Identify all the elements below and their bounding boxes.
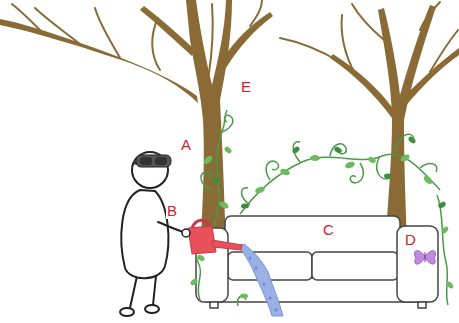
vines: [201, 110, 448, 305]
callout-letter: D: [404, 232, 417, 248]
callout-letter: C: [322, 222, 335, 238]
callout-letter: A: [180, 137, 192, 153]
callout-letter: B: [166, 203, 178, 219]
right-tree: [330, 5, 459, 248]
couch: [196, 216, 438, 308]
watering-can: [182, 220, 283, 316]
person-with-headset: [120, 152, 187, 316]
callout-letter: E: [240, 79, 252, 95]
butterfly: [414, 251, 435, 264]
